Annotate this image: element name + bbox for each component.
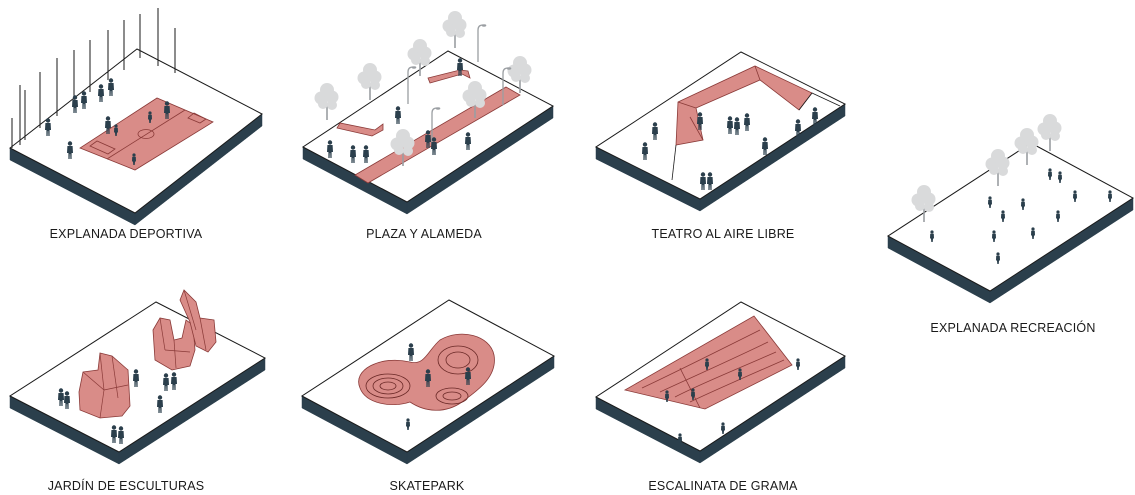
panel-caption: TEATRO AL AIRE LIBRE	[652, 227, 795, 241]
panel-caption: SKATEPARK	[390, 479, 465, 493]
promenade-path	[354, 86, 521, 184]
slab	[887, 142, 1134, 304]
slab	[302, 50, 554, 215]
panel-caption: EXPLANADA DEPORTIVA	[50, 227, 203, 241]
panel-plaza-alameda: PLAZA Y ALAMEDA	[302, 11, 554, 241]
panel-jardin-esculturas: JARDÍN DE ESCULTURAS	[9, 289, 266, 493]
sculptures	[78, 289, 217, 419]
fence-poles	[11, 8, 176, 148]
panel-explanada-deportiva: EXPLANADA DEPORTIVA	[9, 8, 263, 241]
panel-caption: ESCALINATA DE GRAMA	[648, 479, 798, 493]
panel-escalinata-grama: ESCALINATA DE GRAMA	[595, 301, 846, 493]
panel-caption: JARDÍN DE ESCULTURAS	[48, 478, 205, 493]
slab	[594, 51, 847, 212]
stage-canopy	[671, 65, 841, 181]
panel-caption: EXPLANADA RECREACIÓN	[930, 320, 1095, 335]
panel-skatepark: SKATEPARK	[301, 299, 555, 493]
panel-caption: PLAZA Y ALAMEDA	[366, 227, 482, 241]
soccer-field	[79, 97, 214, 171]
panel-teatro-aire-libre: TEATRO AL AIRE LIBRE	[594, 51, 847, 241]
panel-explanada-recreacion: EXPLANADA RECREACIÓN	[887, 114, 1134, 335]
